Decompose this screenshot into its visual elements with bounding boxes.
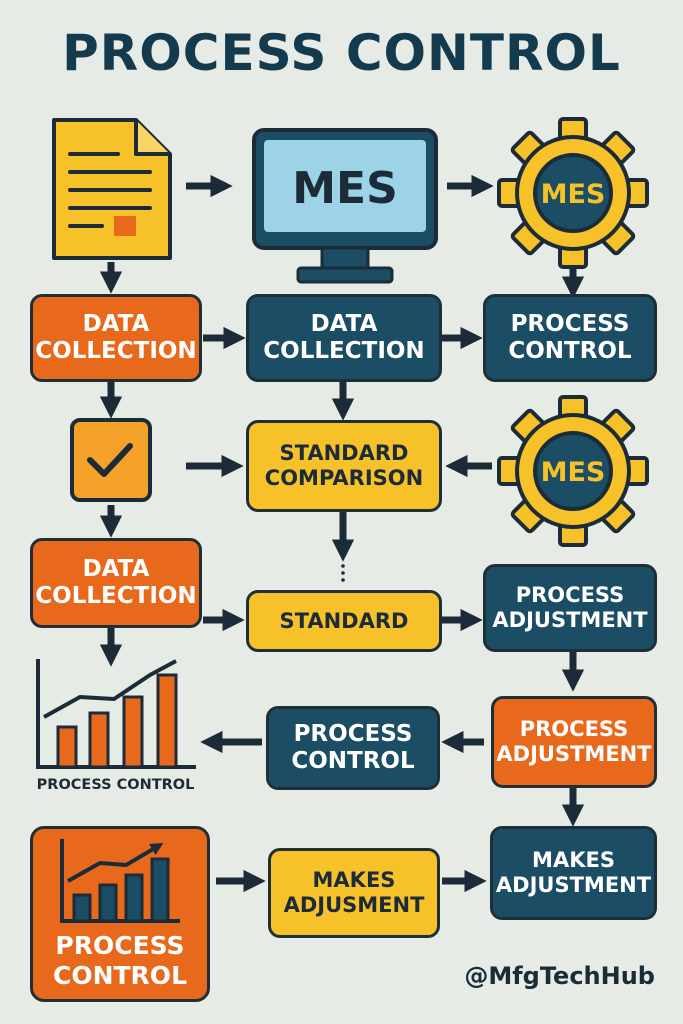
node-process-adjustment-1: PROCESS ADJUSTMENT (483, 564, 657, 652)
node-label-line: CONTROL (508, 338, 632, 364)
node-label-line: COLLECTION (35, 338, 197, 364)
node-data-collection-1: DATA COLLECTION (30, 294, 202, 382)
node-label-line: COLLECTION (263, 338, 425, 364)
node-label-line: STANDARD (279, 608, 409, 633)
node-label-line: ADJUSTMENT (492, 608, 648, 632)
node-label-line: PROCESS (293, 720, 413, 747)
node-label-line: CONTROL (52, 961, 187, 990)
gear-icon: MES (497, 395, 649, 547)
checkbox-icon (70, 418, 152, 502)
node-label-line: PROCESS (519, 717, 629, 742)
node-label-line: MAKES (312, 868, 396, 893)
node-label-line: PROCESS (510, 310, 630, 337)
node-label-line: DATA (310, 310, 378, 337)
node-label-line: ADJUSTMENT (496, 742, 652, 766)
node-label-line: MAKES (532, 848, 615, 873)
node-label-line: COLLECTION (35, 583, 197, 609)
node-label-line: DATA (82, 555, 150, 582)
node-label-line: CONTROL (291, 748, 415, 774)
node-process-adjustment-2: PROCESS ADJUSTMENT (491, 696, 657, 788)
node-label-line: ADJUSTMENT (495, 873, 652, 897)
node-process-control-3: PROCESS CONTROL (30, 826, 210, 1002)
node-process-control-2: PROCESS CONTROL (266, 706, 440, 790)
document-icon (52, 118, 172, 260)
node-data-collection-2: DATA COLLECTION (246, 294, 442, 382)
node-standard-comparison: STANDARD COMPARISON (246, 420, 442, 512)
bar-chart-icon (36, 659, 196, 769)
author-handle: @MfgTechHub (464, 962, 655, 990)
node-makes-adjusment: MAKES ADJUSMENT (268, 848, 440, 938)
monitor-icon: MES (252, 128, 438, 284)
gear2-mes-text: MES (541, 457, 606, 488)
bar-chart-icon (60, 839, 180, 923)
node-label-line: PROCESS (515, 583, 625, 608)
gear1-mes-text: MES (541, 179, 606, 210)
gear-icon: MES (497, 117, 649, 269)
page-title: PROCESS CONTROL (62, 24, 621, 82)
monitor-mes-text: MES (292, 163, 398, 214)
ellipsis-dots (341, 564, 345, 582)
node-label-line: ADJUSMENT (283, 893, 425, 917)
node-label-line: COMPARISON (264, 466, 424, 490)
node-label-line: STANDARD (279, 441, 409, 466)
node-standard: STANDARD (246, 590, 442, 652)
node-label-line: PROCESS (55, 931, 185, 960)
chart-caption: PROCESS CONTROL (36, 777, 195, 793)
node-makes-adjustment: MAKES ADJUSTMENT (490, 826, 657, 920)
node-label-line: DATA (82, 310, 150, 337)
node-data-collection-3: DATA COLLECTION (30, 538, 202, 628)
node-process-control-1: PROCESS CONTROL (483, 294, 657, 382)
